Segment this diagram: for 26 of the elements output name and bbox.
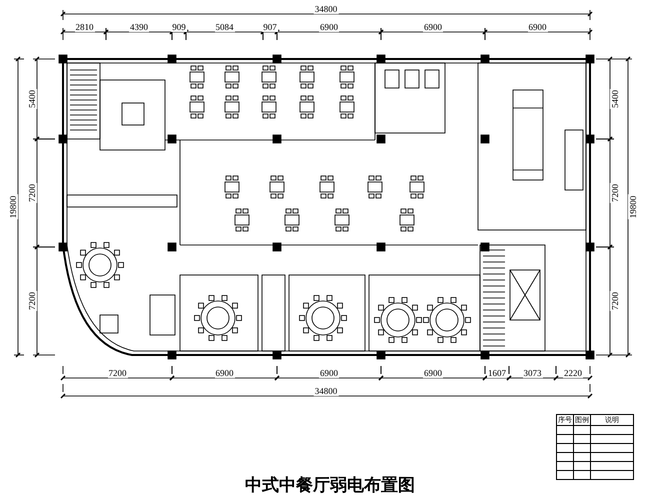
dimension-label: 19800 [628,194,638,220]
dimension-label: 6900 [214,368,234,378]
dimension-label: 34800 [314,4,338,14]
dimension-label: 5084 [214,22,234,32]
dimension-label: 1607 [487,368,507,378]
dimension-label: 5400 [27,89,37,109]
dimension-label: 907 [262,22,278,32]
dimension-label: 34800 [314,386,338,396]
dimension-label: 7200 [610,183,620,203]
dimension-label: 6900 [319,22,339,32]
dimension-label: 4390 [129,22,149,32]
dimension-label: 7200 [108,368,128,378]
dimension-label: 909 [171,22,187,32]
dimension-label: 6900 [528,22,548,32]
dimension-label: 2810 [74,22,94,32]
dimension-label: 3073 [522,368,542,378]
dimension-label: 2220 [563,368,583,378]
drawing-title: 中式中餐厅弱电布置图 [245,474,415,496]
dimension-label: 5400 [610,89,620,109]
dimension-label: 7200 [27,291,37,311]
dimension-label: 6900 [423,368,443,378]
dimension-label: 7200 [610,291,620,311]
dimension-label: 19800 [8,194,18,220]
dimension-label: 7200 [27,183,37,203]
dimension-label: 6900 [319,368,339,378]
dimension-label: 6900 [423,22,443,32]
